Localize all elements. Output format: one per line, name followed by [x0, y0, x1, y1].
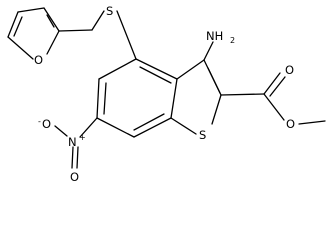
ch2-s-bond [91, 10, 105, 31]
ester-c-o-bond [263, 93, 285, 121]
atom-nh2-subscript: 2 [230, 36, 235, 45]
furan-bond [43, 7, 60, 32]
furan-bond [46, 30, 60, 55]
o-methyl-bond [298, 120, 326, 125]
furan-bond [17, 7, 45, 13]
atom-s-ring: S [199, 128, 206, 142]
furan-ring [7, 7, 60, 60]
atom-o-nitro-top: O [42, 117, 51, 131]
benzene-double-bond-inner [103, 82, 107, 115]
thiophene-bond [170, 117, 197, 135]
thiophene-double-bond-inner [207, 67, 221, 94]
atom-o-ester: O [286, 117, 295, 131]
c3-n-bond [203, 41, 214, 61]
benzene-ring [96, 58, 178, 138]
thiophene-bond [211, 94, 222, 125]
benzene-bond [96, 117, 135, 138]
benzene-bond [170, 78, 178, 119]
benzene-bond [98, 58, 137, 80]
furan-ch2-bond [58, 29, 93, 32]
s-ring-bond [116, 10, 137, 60]
furan-bond [7, 36, 34, 60]
c6-nitro-bond [79, 117, 98, 138]
atom-o-nitro-bottom: O [70, 170, 79, 184]
nitro-o-double-bond-second [76, 146, 79, 169]
atom-o-furan: O [34, 53, 43, 67]
atom-o-carbonyl: O [285, 63, 294, 77]
chemical-structure: S NH 2 O O O S N + O - O [7, 4, 326, 184]
benzene-double-bond-inner [133, 113, 165, 131]
carbonyl-double-bond-second [269, 76, 286, 97]
nitro-o-single-bond [54, 125, 68, 137]
atom-nh2: NH [206, 29, 223, 43]
furan-bond [7, 11, 19, 38]
charge-plus: + [79, 133, 86, 142]
benzene-double-bond-inner [139, 66, 172, 84]
thiophene-bond [176, 59, 205, 80]
atom-s-thioether: S [106, 4, 113, 18]
benzene-bond [133, 117, 172, 138]
furan-double-bond-inner [46, 14, 55, 28]
nitro-o-double-bond [71, 146, 74, 169]
c2-carbonyl-bond [220, 93, 265, 96]
charge-minus: - [38, 117, 41, 126]
benzene-bond [135, 58, 178, 80]
benzene-bond [96, 78, 100, 119]
furan-double-bond-inner [13, 16, 23, 37]
carbonyl-double-bond [263, 72, 281, 95]
thiophene-ring [170, 59, 222, 135]
atom-n-nitro: N [68, 135, 77, 149]
